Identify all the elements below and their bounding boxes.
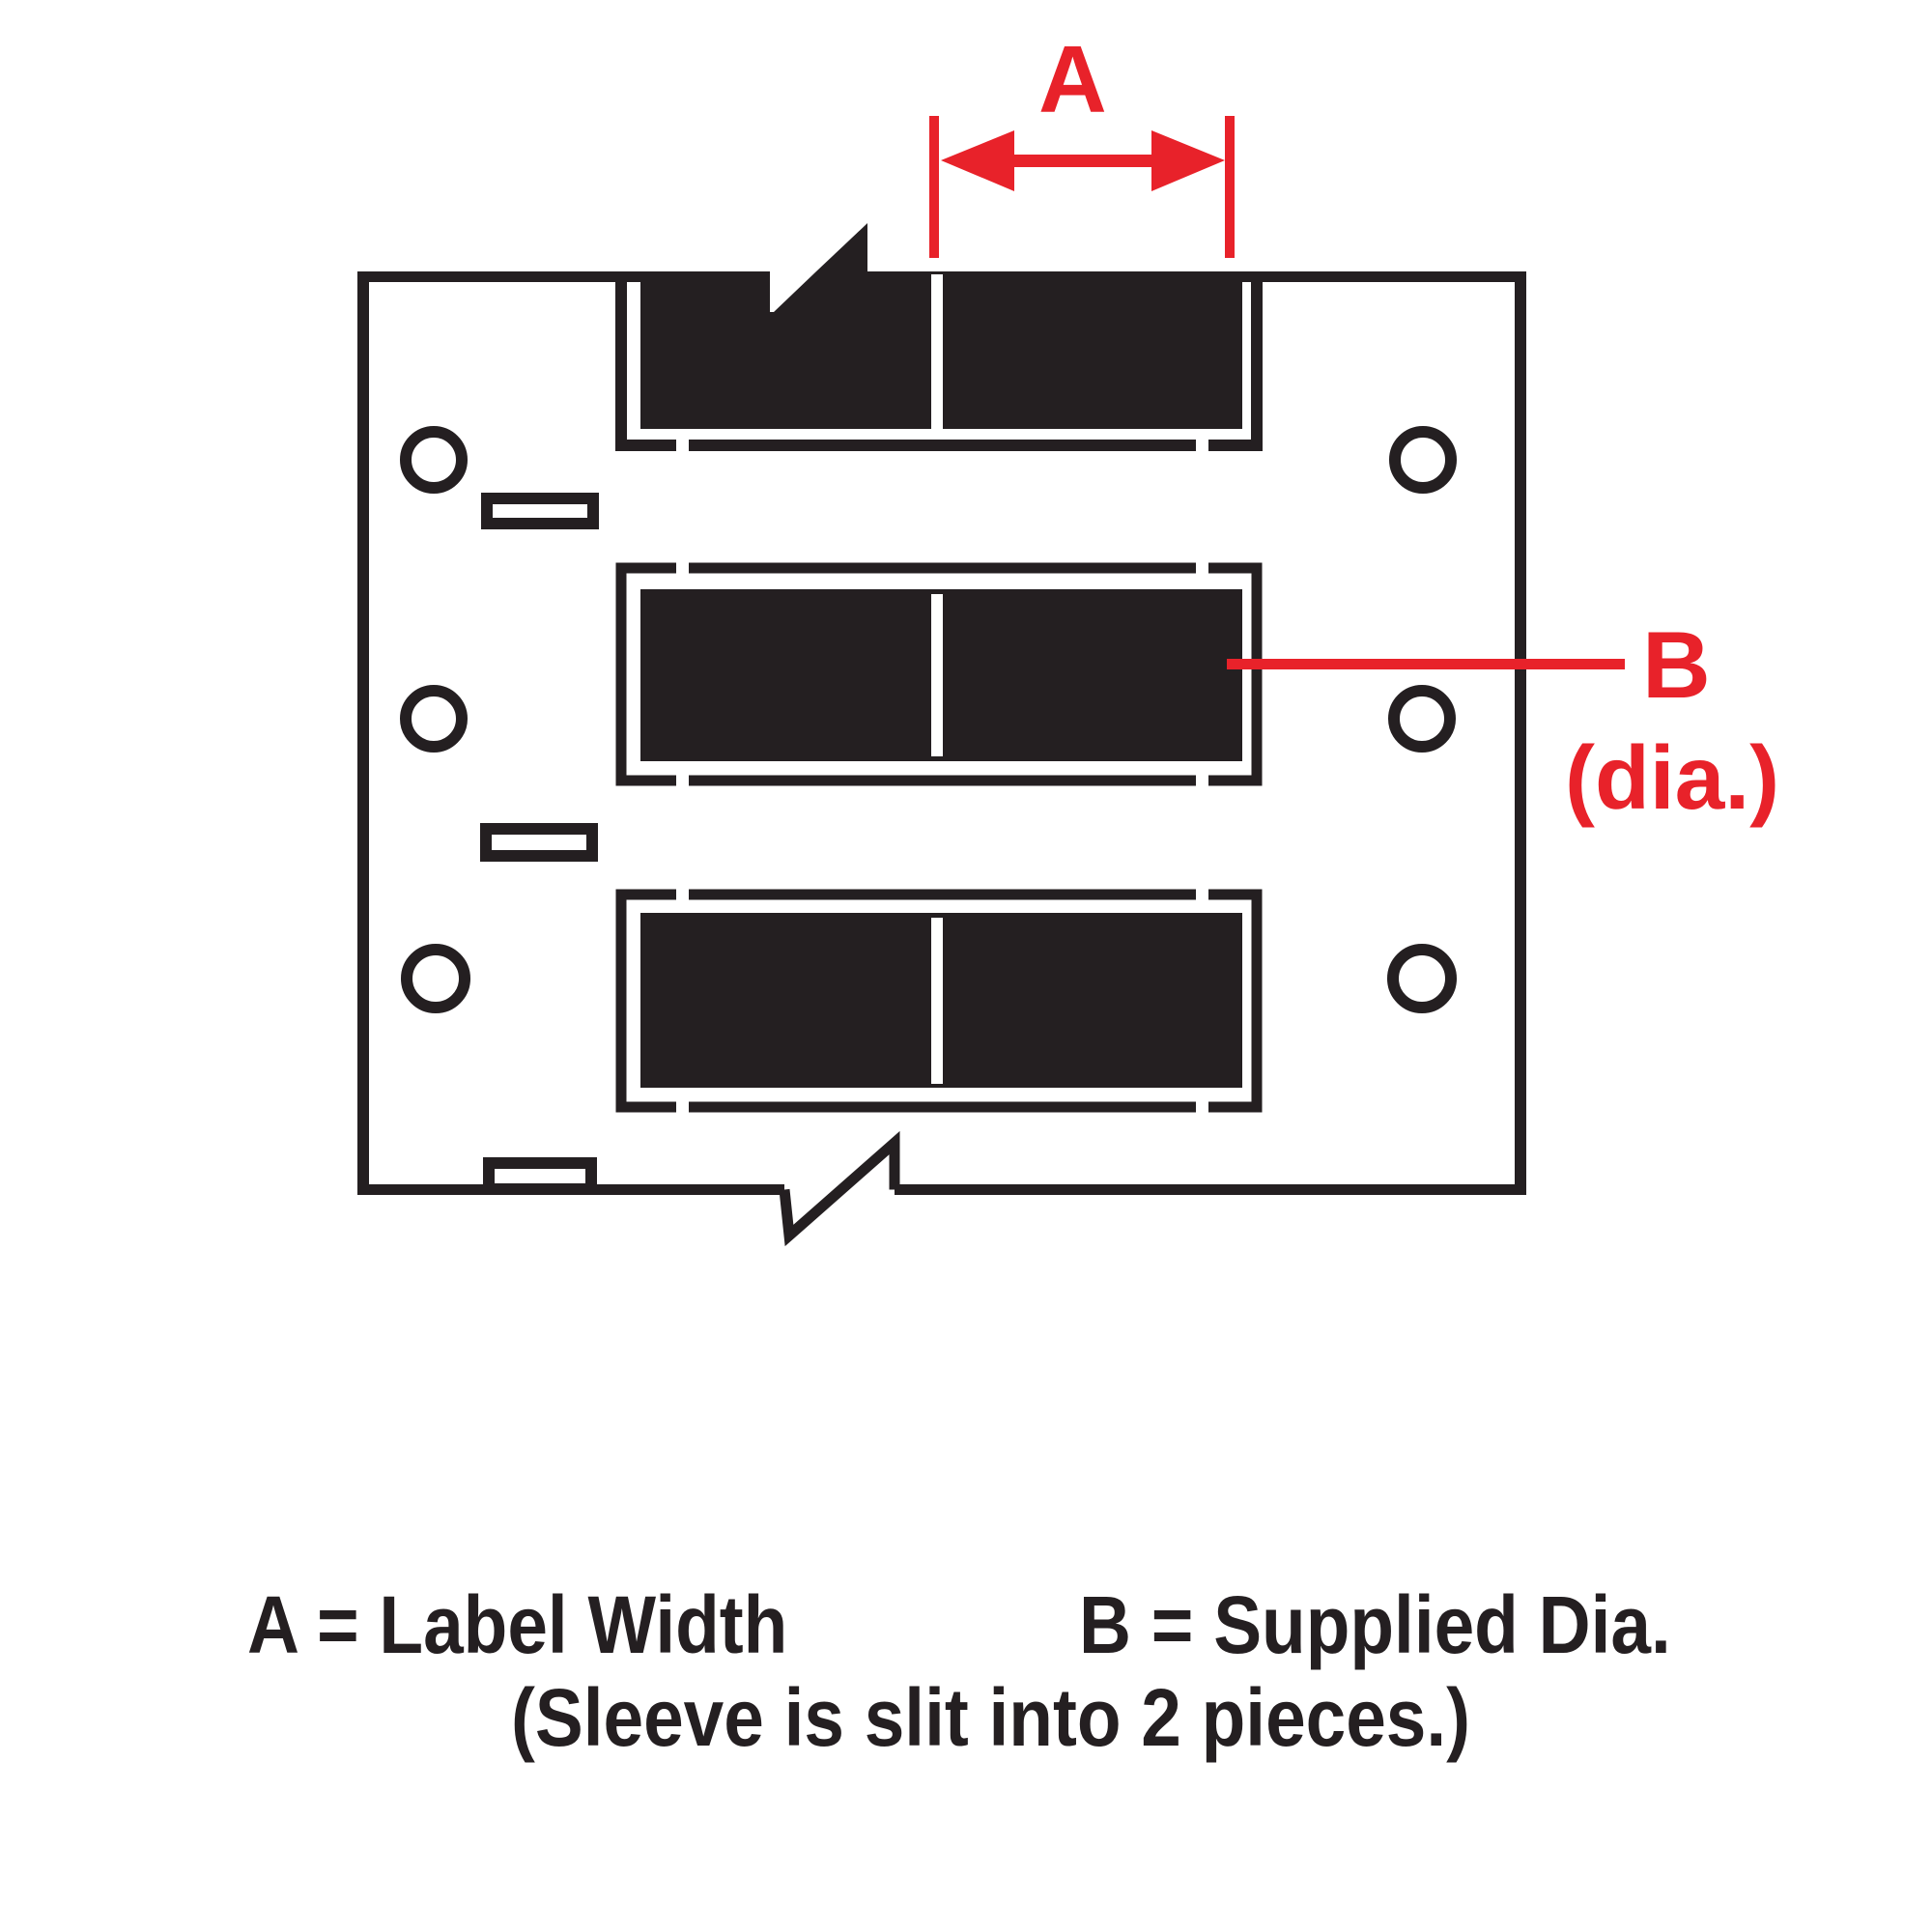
carrier-hole [1388, 685, 1456, 753]
dimension-a-arrow-shaft [1005, 155, 1159, 167]
sleeve-row-middle [615, 561, 1263, 787]
carrier-hole [400, 426, 468, 494]
outline-slit [1196, 888, 1208, 901]
carrier-right-border [1515, 271, 1526, 1195]
carrier-slot [483, 1157, 597, 1195]
dimension-a-tick-right [1225, 116, 1235, 258]
legend-note: (Sleeve is slit into 2 pieces.) [511, 1672, 1471, 1763]
carrier-top-edge-left [357, 271, 770, 282]
sleeve-outline [615, 889, 1263, 1113]
dimension-a [929, 116, 1235, 258]
outline-slit [1196, 1100, 1208, 1114]
break-white-slash [770, 271, 816, 312]
sleeve-outline-right-bar [1251, 271, 1263, 451]
arrow-right-head-icon [1151, 130, 1225, 191]
carrier-left-border [357, 271, 369, 1195]
carrier-slot [481, 493, 599, 529]
carrier-slots [480, 493, 599, 1195]
outline-slit [676, 439, 689, 452]
outline-slit [1196, 561, 1208, 575]
legend-a-definition: A = Label Width [247, 1579, 788, 1670]
sleeve-row-bottom [615, 888, 1263, 1114]
sleeve-center-slit [931, 594, 943, 756]
sleeve-outline-left-bar [615, 271, 627, 451]
dimension-b-label: B [1642, 611, 1711, 718]
carrier-hole [1389, 426, 1457, 494]
dimension-a-tick-left [929, 116, 939, 258]
sleeve-outline [615, 562, 1263, 786]
outline-slit [1196, 439, 1208, 452]
outline-slit [676, 888, 689, 901]
carrier-hole [400, 685, 468, 753]
break-spike [816, 223, 867, 282]
sleeve-center-slit [931, 918, 943, 1084]
sleeve-center-slit [931, 274, 943, 429]
sleeve-row-top [615, 271, 1263, 452]
outline-slit [1196, 774, 1208, 787]
carrier-hole [1387, 944, 1457, 1013]
dimension-b-sublabel: (dia.) [1565, 727, 1780, 828]
legend-b-definition: B = Supplied Dia. [1079, 1579, 1671, 1670]
outline-slit [676, 774, 689, 787]
dimension-a-label: A [1038, 26, 1107, 132]
leader-line-b [1227, 659, 1625, 669]
bottom-break-icon [779, 1130, 900, 1247]
sleeve-outline-bottom-bar [615, 440, 1263, 451]
carrier-hole [401, 944, 470, 1013]
carrier-slot [480, 823, 598, 862]
outline-slit [676, 1100, 689, 1114]
top-break-icon [770, 223, 867, 312]
carrier-holes [400, 426, 1457, 1013]
outline-slit [676, 561, 689, 575]
arrow-left-head-icon [941, 130, 1014, 191]
carrier-bottom-edge-right [895, 1184, 1526, 1195]
